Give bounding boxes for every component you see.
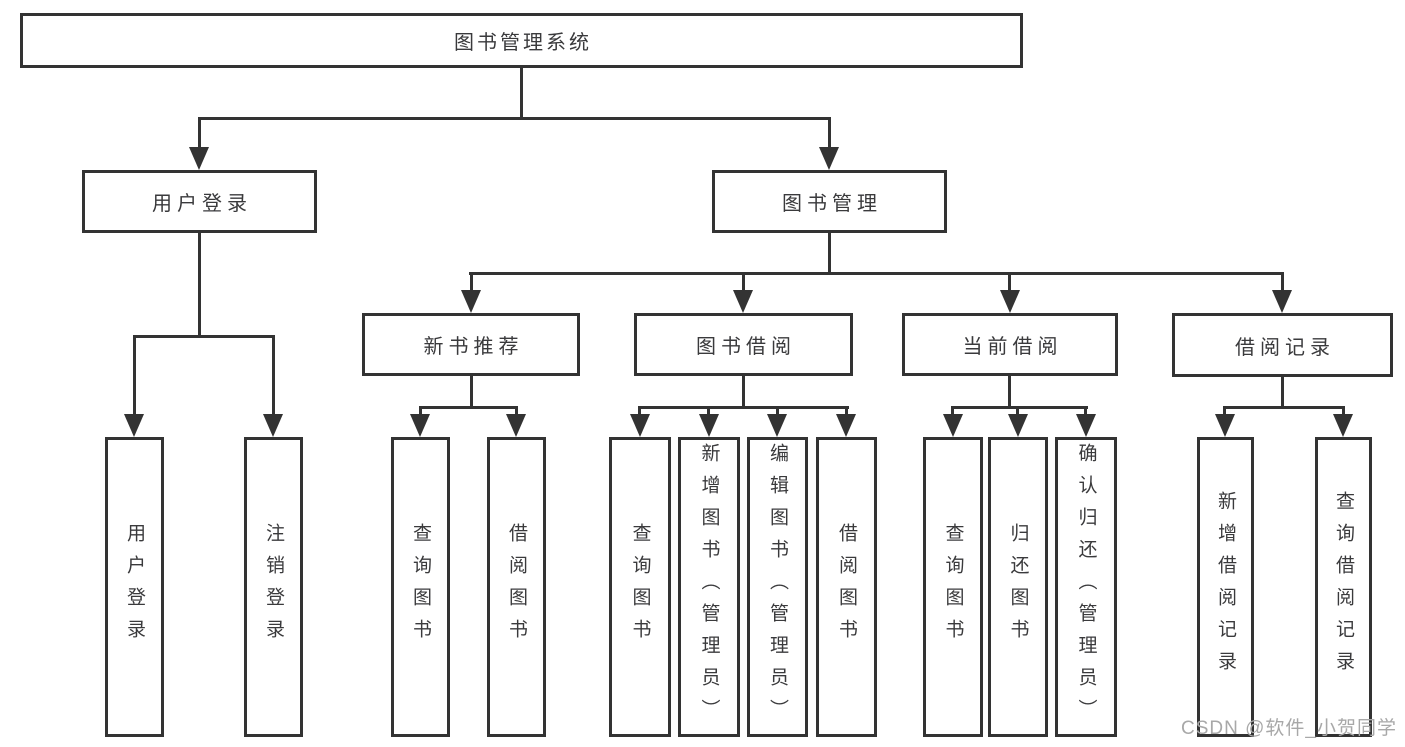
leaf-label: 查询借阅记录 bbox=[1333, 491, 1354, 683]
connector-line bbox=[1342, 406, 1345, 417]
arrow-down-icon bbox=[630, 414, 650, 437]
arrow-down-icon bbox=[1076, 414, 1096, 437]
connector-line bbox=[520, 68, 523, 120]
connector-line bbox=[776, 406, 779, 417]
connector-line bbox=[198, 232, 201, 338]
leaf-label: 查询图书 bbox=[942, 523, 964, 651]
connector-line bbox=[1223, 406, 1345, 409]
arrow-down-icon bbox=[1333, 414, 1353, 437]
node-borrow-records: 借阅记录 bbox=[1172, 313, 1393, 377]
node-new-book-recommend: 新书推荐 bbox=[362, 313, 580, 376]
arrow-down-icon bbox=[1000, 290, 1020, 313]
node-query-books-borrow: 查询图书 bbox=[609, 437, 671, 737]
arrow-down-icon bbox=[506, 414, 526, 437]
connector-line bbox=[1223, 406, 1226, 417]
arrow-down-icon bbox=[699, 414, 719, 437]
leaf-label: 注销登录 bbox=[263, 523, 284, 651]
node-return-books: 归还图书 bbox=[988, 437, 1048, 737]
csdn-watermark: CSDN @软件_小贺同学 bbox=[1181, 718, 1397, 739]
connector-line bbox=[1281, 272, 1284, 293]
leaf-label: 归还图书 bbox=[1007, 523, 1029, 651]
connector-line bbox=[515, 406, 518, 417]
connector-line bbox=[198, 117, 201, 150]
arrow-down-icon bbox=[263, 414, 283, 437]
node-library-management-system: 图书管理系统 bbox=[20, 13, 1023, 68]
node-borrow-books-recommend: 借阅图书 bbox=[487, 437, 546, 737]
connector-line bbox=[133, 335, 136, 417]
leaf-label: 借阅图书 bbox=[506, 523, 527, 651]
connector-line bbox=[419, 406, 422, 417]
connector-line bbox=[1016, 406, 1019, 417]
node-current-borrow: 当前借阅 bbox=[902, 313, 1118, 376]
node-edit-books-admin: 编辑图书（管理员） bbox=[747, 437, 808, 737]
connector-line bbox=[638, 406, 849, 409]
arrow-down-icon bbox=[461, 290, 481, 313]
node-book-borrow: 图书借阅 bbox=[634, 313, 853, 376]
connector-line bbox=[845, 406, 848, 417]
connector-line bbox=[1281, 377, 1284, 409]
arrow-down-icon bbox=[1008, 414, 1028, 437]
leaf-label: 用户登录 bbox=[124, 523, 145, 651]
connector-line bbox=[951, 406, 954, 417]
connector-line bbox=[951, 406, 1088, 409]
node-query-books-recommend: 查询图书 bbox=[391, 437, 450, 737]
connector-line bbox=[419, 406, 518, 409]
arrow-down-icon bbox=[943, 414, 963, 437]
leaf-label: 新增借阅记录 bbox=[1215, 491, 1236, 683]
connector-line bbox=[707, 406, 710, 417]
arrow-down-icon bbox=[1215, 414, 1235, 437]
arrow-down-icon bbox=[733, 290, 753, 313]
node-add-books-admin: 新增图书（管理员） bbox=[678, 437, 740, 737]
connector-line bbox=[638, 406, 641, 417]
node-add-borrow-record: 新增借阅记录 bbox=[1197, 437, 1254, 737]
node-borrow-books-action: 借阅图书 bbox=[816, 437, 877, 737]
arrow-down-icon bbox=[836, 414, 856, 437]
arrow-down-icon bbox=[1272, 290, 1292, 313]
node-book-management: 图书管理 bbox=[712, 170, 947, 233]
connector-line bbox=[272, 335, 275, 417]
leaf-label: 查询图书 bbox=[629, 523, 651, 651]
connector-line bbox=[133, 335, 275, 338]
leaf-label: 确认归还（管理员） bbox=[1075, 443, 1097, 731]
node-user-login: 用户登录 bbox=[82, 170, 317, 233]
connector-line bbox=[742, 375, 745, 409]
connector-line bbox=[469, 272, 1284, 275]
connector-line bbox=[198, 117, 831, 120]
connector-line bbox=[1008, 272, 1011, 293]
leaf-label: 查询图书 bbox=[410, 523, 431, 651]
node-logout-action: 注销登录 bbox=[244, 437, 303, 737]
connector-line bbox=[1008, 375, 1011, 409]
leaf-label: 新增图书（管理员） bbox=[698, 443, 720, 731]
arrow-down-icon bbox=[819, 147, 839, 170]
leaf-label: 编辑图书（管理员） bbox=[767, 443, 788, 731]
connector-line bbox=[828, 117, 831, 150]
node-query-borrow-record: 查询借阅记录 bbox=[1315, 437, 1372, 737]
node-user-login-action: 用户登录 bbox=[105, 437, 164, 737]
node-confirm-return-admin: 确认归还（管理员） bbox=[1055, 437, 1117, 737]
connector-line bbox=[1084, 406, 1087, 417]
node-query-books-current: 查询图书 bbox=[923, 437, 983, 737]
leaf-label: 借阅图书 bbox=[836, 523, 857, 651]
arrow-down-icon bbox=[124, 414, 144, 437]
arrow-down-icon bbox=[767, 414, 787, 437]
connector-line bbox=[828, 232, 831, 275]
arrow-down-icon bbox=[410, 414, 430, 437]
arrow-down-icon bbox=[189, 147, 209, 170]
connector-line bbox=[470, 272, 473, 293]
connector-line bbox=[470, 375, 473, 409]
connector-line bbox=[742, 272, 745, 293]
